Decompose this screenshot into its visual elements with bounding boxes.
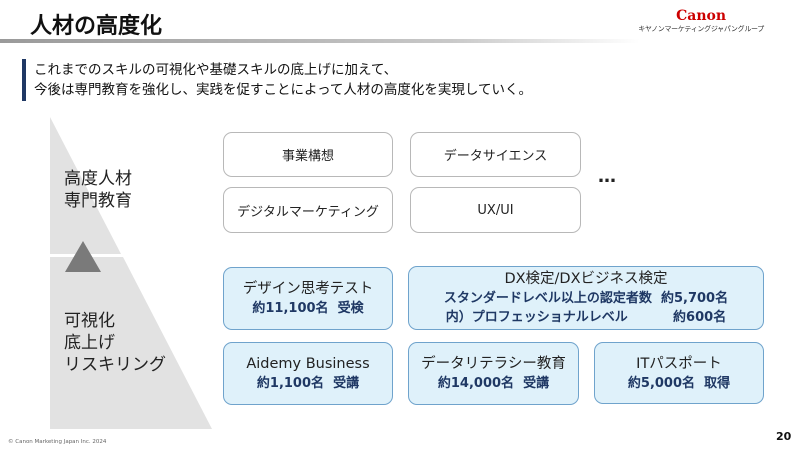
pyramid-upper-label: 高度人材 専門教育 — [64, 168, 132, 212]
result-box: DX検定/DXビジネス検定 スタンダードレベル以上の認定者数 約5,700名 内… — [408, 266, 764, 330]
canon-logo: Canon キヤノンマーケティングジャパングループ — [638, 8, 764, 34]
result-detail: 約11,100名 受検 — [252, 301, 364, 316]
result-title: データリテラシー教育 — [421, 356, 566, 372]
advanced-box: UX/UI — [410, 187, 581, 233]
advanced-box: デジタルマーケティング — [223, 187, 393, 233]
label-line: 可視化 — [64, 311, 115, 331]
label-line: 高度人材 — [64, 169, 132, 189]
lead-line-1: これまでのスキルの可視化や基礎スキルの底上げに加えて、 — [34, 62, 398, 78]
pyramid-lower-label: 可視化 底上げ リスキリング — [64, 310, 166, 376]
label-line: 専門教育 — [64, 191, 132, 211]
page-title: 人材の高度化 — [30, 14, 163, 39]
page-number: 20 — [776, 430, 792, 443]
title-divider — [0, 39, 640, 43]
result-detail: 約5,000名 取得 — [627, 375, 731, 391]
logo-brand: Canon — [676, 8, 727, 24]
result-title: デザイン思考テスト — [242, 281, 374, 297]
lead-text: これまでのスキルの可視化や基礎スキルの底上げに加えて、 今後は専門教育を強化し、… — [34, 60, 532, 100]
copyright: © Canon Marketing Japan Inc. 2024 — [8, 439, 107, 445]
up-arrow-icon — [65, 241, 101, 272]
result-box: ITパスポート 約5,000名 取得 — [594, 342, 764, 404]
logo-group: キヤノンマーケティングジャパングループ — [638, 25, 764, 33]
pyramid-lower — [50, 257, 212, 429]
pyramid-upper — [50, 117, 121, 254]
label-line: リスキリング — [64, 355, 166, 375]
result-detail-2: 内）プロフェッショナルレベル 約600名 — [445, 310, 727, 325]
lead-line-2: 今後は専門教育を強化し、実践を促すことによって人材の高度化を実現していく。 — [34, 82, 533, 98]
result-title: ITパスポート — [636, 355, 722, 372]
lead-accent-bar — [22, 59, 26, 101]
result-title: DX検定/DXビジネス検定 — [504, 271, 668, 287]
result-detail: 約14,000名 受講 — [437, 376, 550, 391]
result-detail: スタンダードレベル以上の認定者数 約5,700名 — [443, 291, 729, 306]
result-detail: 約1,100名 受講 — [256, 376, 360, 391]
result-box: データリテラシー教育 約14,000名 受講 — [408, 342, 579, 405]
label-line: 底上げ — [64, 333, 115, 353]
advanced-box: 事業構想 — [223, 132, 393, 177]
result-title: Aidemy Business — [246, 356, 370, 372]
result-box: Aidemy Business 約1,100名 受講 — [223, 342, 393, 405]
more-ellipsis: … — [598, 166, 618, 187]
result-box: デザイン思考テスト 約11,100名 受検 — [223, 267, 393, 330]
advanced-box: データサイエンス — [410, 132, 581, 177]
